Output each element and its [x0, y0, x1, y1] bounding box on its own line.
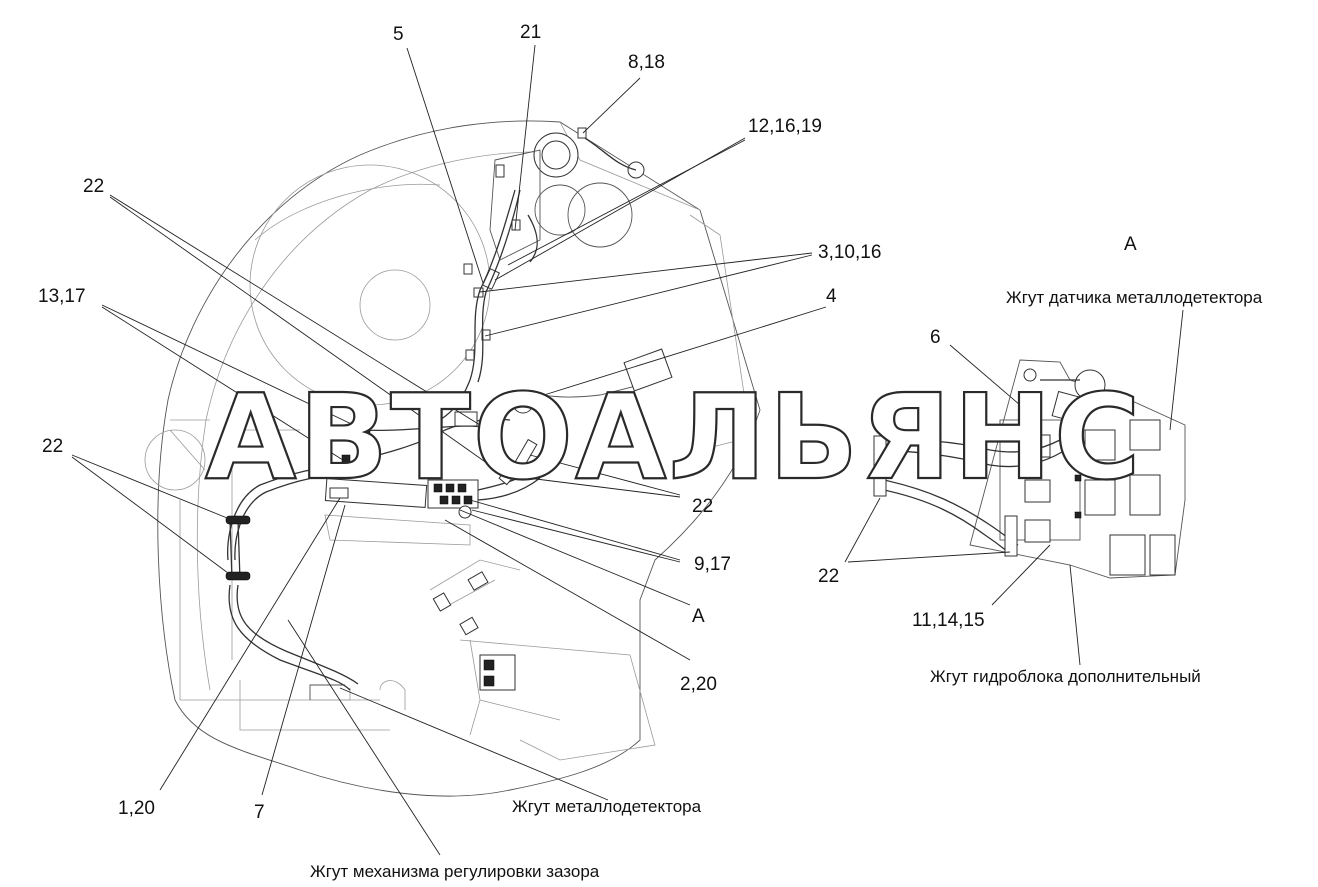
- upper-mechanism: [439, 127, 673, 421]
- callout-12-16-19: 12,16,19: [748, 116, 822, 137]
- callout-11-14-15: 11,14,15: [912, 610, 985, 631]
- caption-metal-detector-sensor-harness: Жгут датчика металлодетектора: [1006, 288, 1263, 307]
- callout-1-20: 1,20: [118, 798, 155, 819]
- caption-hydro-block-additional-harness: Жгут гидроблока дополнительный: [930, 667, 1201, 686]
- harness-captions: Жгут датчика металлодетектора Жгут гидро…: [310, 288, 1263, 881]
- caption-gap-adjustment-harness: Жгут механизма регулировки зазора: [310, 862, 600, 881]
- caption-metal-detector-harness: Жгут металлодетектора: [512, 797, 702, 816]
- callout-8-18: 8,18: [628, 52, 665, 73]
- callout-22-mid: 22: [692, 496, 713, 517]
- watermark-logo: АВТОАЛЬЯНС: [205, 368, 1143, 506]
- callout-7: 7: [254, 802, 265, 823]
- callout-4: 4: [826, 286, 837, 307]
- callout-3-10-16: 3,10,16: [818, 242, 881, 263]
- callout-labels: 5 21 8,18 12,16,19 22 3,10,16 4 13,17 22…: [38, 22, 1137, 823]
- leader-lines: [71, 44, 1184, 856]
- callout-5: 5: [393, 24, 404, 45]
- callout-22-right: 22: [818, 566, 839, 587]
- view-a-label: А: [1124, 234, 1137, 255]
- callout-22-left: 22: [42, 436, 63, 457]
- callout-9-17: 9,17: [694, 554, 731, 575]
- detail-view-a: [873, 359, 1186, 579]
- callout-21: 21: [520, 22, 541, 43]
- callout-6: 6: [930, 327, 941, 348]
- callout-2-20: 2,20: [680, 674, 717, 695]
- callout-a: А: [692, 606, 705, 627]
- machine-housing: [144, 120, 761, 797]
- callout-22-top: 22: [83, 176, 104, 197]
- callout-13-17: 13,17: [38, 286, 86, 307]
